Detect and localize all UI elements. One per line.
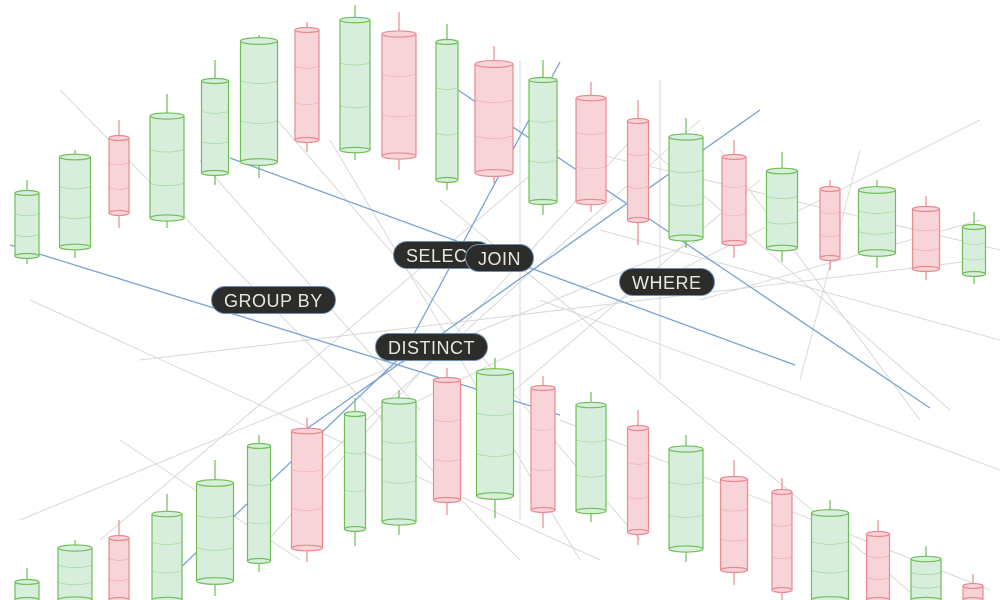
bullish-candle <box>435 24 459 190</box>
join-keyword-label: JOIN <box>465 244 535 272</box>
group-by-keyword-label: GROUP BY <box>211 286 336 314</box>
bullish-candle <box>58 150 92 258</box>
bullish-candle <box>57 540 93 600</box>
bearish-candle <box>626 100 650 245</box>
bearish-candle <box>819 180 841 270</box>
guide-line <box>139 259 981 361</box>
bullish-candle <box>765 152 799 262</box>
bearish-candle <box>721 140 747 258</box>
bearish-candle <box>626 410 650 545</box>
bearish-candle <box>962 574 984 600</box>
bearish-candle <box>290 418 324 562</box>
bearish-candle <box>432 368 462 515</box>
candlestick-arcs <box>14 5 987 600</box>
guide-line <box>19 239 701 521</box>
bullish-candle <box>14 180 40 264</box>
bullish-candle <box>195 460 235 596</box>
distinct-keyword-label: DISTINCT <box>375 333 488 361</box>
connector-line <box>9 244 561 416</box>
bearish-candle <box>474 46 514 183</box>
bearish-candle <box>911 196 941 280</box>
bullish-candle <box>857 180 897 268</box>
bearish-candle <box>575 82 607 212</box>
bullish-candle <box>668 435 704 562</box>
guide-line <box>539 299 1000 471</box>
bearish-candle <box>719 460 749 585</box>
bullish-candle <box>343 398 367 546</box>
bullish-candle <box>246 435 272 572</box>
bullish-candle <box>668 118 704 248</box>
bullish-candle <box>239 35 279 178</box>
bullish-candle <box>910 546 942 600</box>
bullish-candle <box>151 494 183 600</box>
guide-line <box>199 159 421 411</box>
guide-line <box>719 149 921 421</box>
bearish-candle <box>771 478 793 600</box>
bearish-candle <box>108 520 130 600</box>
bullish-candle <box>200 60 230 185</box>
bearish-candle <box>530 376 556 528</box>
guide-line <box>479 179 761 421</box>
bearish-candle <box>381 12 417 170</box>
where-keyword-label: WHERE <box>619 268 715 296</box>
bullish-candle <box>475 358 515 518</box>
guide-line <box>599 229 1000 341</box>
bullish-candle <box>961 212 987 284</box>
bearish-candle <box>294 22 320 152</box>
guide-line <box>99 149 561 541</box>
bullish-candle <box>381 390 417 535</box>
bullish-candle <box>810 500 850 600</box>
bearish-candle <box>108 120 130 228</box>
bearish-candle <box>865 520 891 600</box>
bullish-candle <box>339 5 371 160</box>
bullish-candle <box>575 392 607 522</box>
bullish-candle <box>528 60 558 215</box>
bullish-candle <box>149 94 185 228</box>
bullish-candle <box>14 568 40 600</box>
